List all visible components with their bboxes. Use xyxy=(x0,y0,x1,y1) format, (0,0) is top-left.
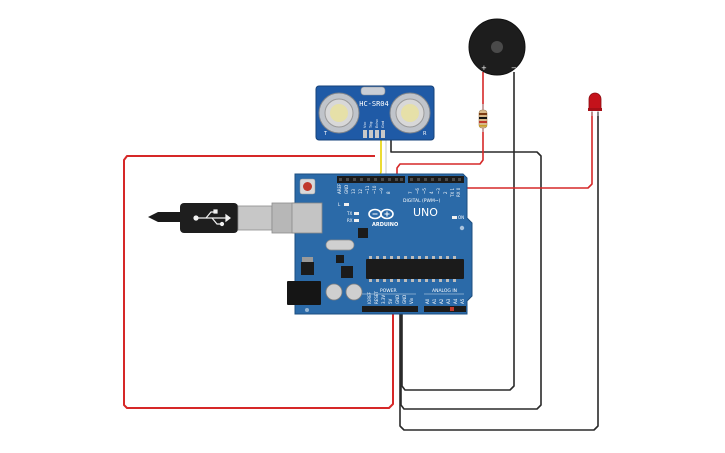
buzzer-plus-label: + xyxy=(481,64,487,72)
atmega-chip xyxy=(366,259,464,279)
power-header[interactable] xyxy=(362,306,418,312)
svg-text:Gnd: Gnd xyxy=(381,121,385,128)
uno-label: UNO xyxy=(413,206,438,219)
svg-text:RESET: RESET xyxy=(374,291,379,304)
resistor[interactable] xyxy=(478,104,488,132)
svg-text:Vin: Vin xyxy=(409,297,414,304)
svg-text:AREF: AREF xyxy=(337,183,342,194)
reset-button[interactable] xyxy=(299,178,316,195)
ultrasonic-sensor[interactable]: HC-SR04 T R Vcc Trig Echo Gnd xyxy=(315,85,435,141)
digital-pin-labels: AREF GND 13 12 ~11 ~10 ~9 8 7 ~6 ~5 4 ~3… xyxy=(337,183,461,198)
svg-text:~5: ~5 xyxy=(422,188,427,194)
status-leds: L TX RX ON xyxy=(338,202,464,223)
power-pin-labels: IOREF RESET 3.3V 5V GND GND Vin xyxy=(367,291,414,304)
svg-text:A0: A0 xyxy=(425,298,430,304)
analog-label: ANALOG IN xyxy=(432,288,457,294)
svg-text:~6: ~6 xyxy=(415,188,420,194)
sensor-pin-labels: Vcc Trig Echo Gnd xyxy=(363,119,385,129)
red-led[interactable] xyxy=(588,92,602,116)
sensor-t-label: T xyxy=(323,131,328,137)
arduino-brand-label: ARDUINO xyxy=(372,222,398,228)
svg-text:5V: 5V xyxy=(388,298,393,304)
digital-header-left[interactable] xyxy=(337,176,405,183)
svg-text:Vcc: Vcc xyxy=(363,122,367,128)
svg-text:~9: ~9 xyxy=(379,188,384,194)
analog-header[interactable] xyxy=(424,306,466,312)
sensor-pins[interactable] xyxy=(363,130,385,138)
wire-black-led-gnd[interactable] xyxy=(399,112,599,431)
regulator xyxy=(301,262,314,275)
svg-text:A1: A1 xyxy=(432,298,437,304)
capacitor-2 xyxy=(345,283,363,301)
digital-header-right[interactable] xyxy=(408,176,464,183)
crystal xyxy=(325,239,355,251)
svg-text:~10: ~10 xyxy=(372,185,377,194)
svg-text:GND: GND xyxy=(402,295,407,304)
svg-text:TX: TX xyxy=(346,211,352,216)
svg-text:GND: GND xyxy=(395,295,400,304)
wire-black-buzzer-gnd[interactable] xyxy=(401,72,515,391)
svg-text:A4: A4 xyxy=(453,298,458,304)
svg-text:GND: GND xyxy=(344,185,349,194)
svg-text:L: L xyxy=(338,202,341,207)
svg-text:12: 12 xyxy=(358,188,363,194)
svg-text:8: 8 xyxy=(386,191,391,194)
svg-text:3.3V: 3.3V xyxy=(381,295,386,304)
sensor-model-label: HC-SR04 xyxy=(359,100,389,108)
usb-cable[interactable] xyxy=(148,202,313,234)
wire-red-buzzer[interactable] xyxy=(396,72,484,182)
svg-text:~3: ~3 xyxy=(436,188,441,194)
svg-text:A5: A5 xyxy=(460,298,465,304)
wire-red-vcc[interactable] xyxy=(123,155,394,409)
svg-text:~11: ~11 xyxy=(365,185,370,194)
svg-text:IOREF: IOREF xyxy=(367,291,372,304)
svg-text:ON: ON xyxy=(458,215,464,220)
sensor-r-label: R xyxy=(423,131,427,137)
power-label: POWER xyxy=(380,288,397,294)
svg-text:A3: A3 xyxy=(446,298,451,304)
svg-text:2: 2 xyxy=(443,191,448,194)
svg-text:RX: RX xyxy=(347,218,353,223)
digital-label: DIGITAL (PWM~) xyxy=(403,198,441,204)
svg-text:Echo: Echo xyxy=(375,119,379,128)
wire-black-sensor-gnd[interactable] xyxy=(390,138,542,410)
power-jack xyxy=(287,281,321,305)
svg-text:A2: A2 xyxy=(439,298,444,304)
arduino-uno-board[interactable]: AREF GND 13 12 ~11 ~10 ~9 8 7 ~6 ~5 4 ~3… xyxy=(287,173,473,315)
capacitor-1 xyxy=(325,283,343,301)
svg-text:RX 0: RX 0 xyxy=(456,187,461,197)
svg-text:7: 7 xyxy=(408,191,413,194)
arduino-logo-icon xyxy=(368,208,394,220)
svg-text:13: 13 xyxy=(351,188,356,194)
svg-text:Trig: Trig xyxy=(369,122,373,129)
buzzer-minus-label: − xyxy=(511,64,517,72)
piezo-buzzer[interactable]: + − xyxy=(468,18,526,76)
usb-icon xyxy=(193,209,231,227)
usb-jack xyxy=(291,202,323,234)
wires xyxy=(123,72,599,431)
analog-pin-labels: A0 A1 A2 A3 A4 A5 xyxy=(425,298,465,304)
svg-text:4: 4 xyxy=(429,191,434,194)
svg-text:TX 1: TX 1 xyxy=(450,188,455,198)
